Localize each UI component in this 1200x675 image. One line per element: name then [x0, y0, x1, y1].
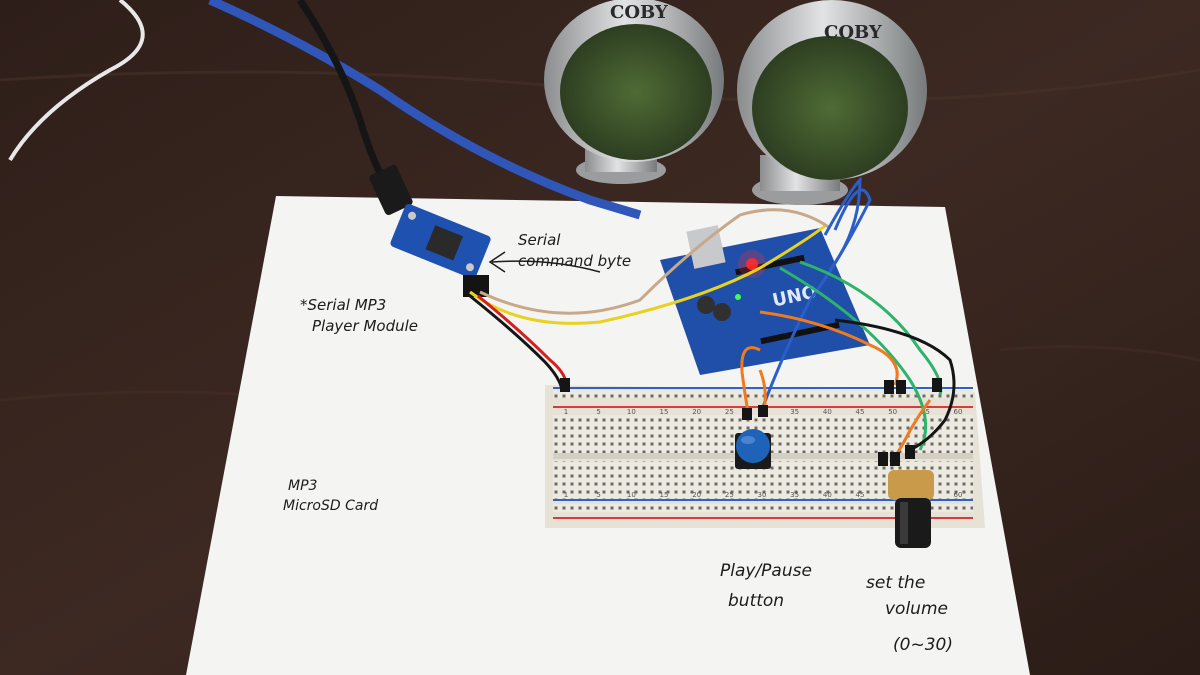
annotation-sd-line2: MicroSD Card — [283, 498, 378, 514]
speaker-right: COBY — [737, 0, 927, 205]
breadboard-bottom-number-7: 35 — [790, 491, 799, 499]
wire-orange-2 — [740, 346, 761, 413]
breadboard-bottom-number-3: 15 — [660, 491, 669, 499]
annotation-mp3-line1: *Serial MP3 — [300, 296, 386, 314]
annotation-play-pause: Play/Pause button — [720, 561, 812, 611]
breadboard-top-number-4: 20 — [692, 408, 701, 416]
mp3-player-module — [390, 203, 491, 279]
speaker-left-brand: COBY — [610, 2, 669, 23]
breadboard-bottom-number-12: 60 — [954, 491, 963, 499]
breadboard-top-number-3: 15 — [660, 408, 669, 416]
annotation-mp3-module: *Serial MP3 Player Module — [300, 296, 418, 335]
annotation-play-line1: Play/Pause — [720, 561, 812, 581]
breadboard-bottom-number-9: 45 — [856, 491, 865, 499]
wire-black-2 — [834, 318, 956, 452]
breadboard-top-number-10: 50 — [888, 408, 897, 416]
wire-black — [469, 294, 564, 391]
wire-tan — [479, 208, 831, 315]
breadboard-bottom-number-4: 20 — [692, 491, 701, 499]
breadboard-top-number-5: 25 — [725, 408, 734, 416]
wire-blue-2 — [823, 176, 862, 271]
wire-green-2 — [779, 266, 928, 451]
white-cable — [8, 0, 145, 162]
breadboard-bottom-number-5: 25 — [725, 491, 734, 499]
breadboard-top-number-7: 35 — [790, 408, 799, 416]
breadboard-bottom-number-0: 1 — [564, 491, 568, 499]
breadboard-top-number-9: 45 — [856, 408, 865, 416]
usb-cable — [208, 0, 642, 220]
annotation-sd-card: MP3 MicroSD Card — [283, 478, 378, 514]
breadboard-top-number-1: 5 — [596, 408, 600, 416]
wire-orange-1 — [759, 310, 899, 386]
annotation-volume: set the volume (0~30) — [866, 573, 953, 655]
breadboard-bottom-number-6: 30 — [758, 491, 767, 499]
speaker-right-brand: COBY — [824, 22, 883, 43]
annotation-volume-line3: (0~30) — [893, 635, 953, 655]
breadboard-top-number-0: 1 — [564, 408, 568, 416]
breadboard-top-number-12: 60 — [954, 408, 963, 416]
annotation-volume-line1: set the — [866, 573, 925, 593]
breadboard-bottom-number-8: 40 — [823, 491, 832, 499]
annotation-serial-line2: command byte — [518, 252, 631, 270]
speaker-left: COBY — [544, 0, 724, 184]
arduino-board: UNO — [660, 225, 870, 375]
breadboard-top-number-2: 10 — [627, 408, 636, 416]
annotation-mp3-line2: Player Module — [312, 317, 418, 335]
potentiometer — [888, 470, 934, 548]
breadboard-bottom-number-2: 10 — [627, 491, 636, 499]
breadboard-top-number-8: 40 — [823, 408, 832, 416]
annotation-serial-line1: Serial — [518, 231, 561, 249]
annotation-play-line2: button — [728, 591, 784, 611]
breadboard-bottom-number-1: 5 — [596, 491, 600, 499]
annotation-serial-command: Serial command byte — [488, 231, 631, 273]
annotation-sd-line1: MP3 — [288, 478, 317, 494]
wire-yellow — [469, 223, 827, 325]
annotation-volume-line2: volume — [885, 599, 948, 619]
annotation-arrow — [488, 251, 601, 273]
push-button — [735, 429, 771, 469]
